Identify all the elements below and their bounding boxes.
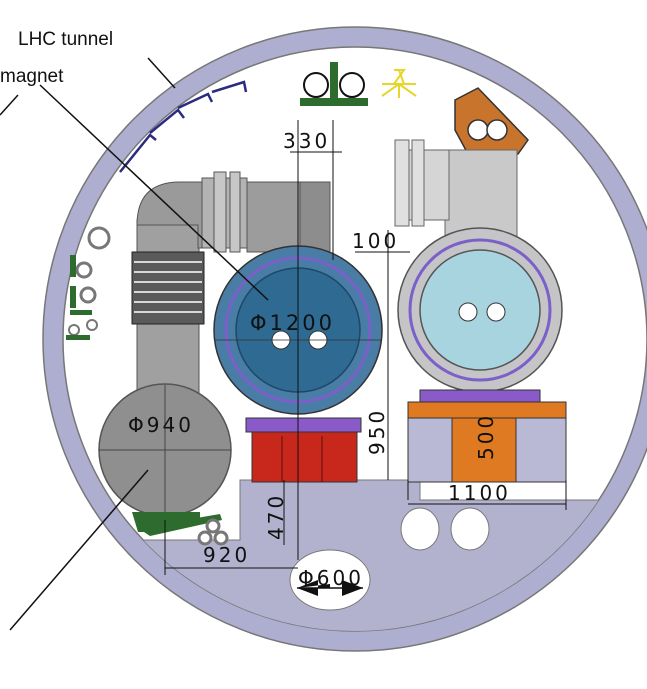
vessel-leader	[9, 469, 149, 631]
magnet-right-cold-mass	[419, 249, 541, 371]
dim-470: 470	[264, 493, 288, 540]
wall-rack-left	[66, 255, 92, 340]
ceiling-rack	[300, 62, 368, 106]
label-magnet: magnet	[0, 66, 64, 87]
qrl-elbow-right	[394, 139, 518, 243]
magnet-right-beam-pipe-2	[486, 302, 506, 322]
wall-pipe-2	[75, 261, 93, 279]
floor-rack-left	[132, 512, 222, 536]
tunnel-leader	[147, 57, 176, 89]
floor-pipe-a	[205, 518, 221, 534]
magnet-right-plate	[419, 389, 541, 403]
magnet-right-beam-pipe-1	[458, 302, 478, 322]
ceiling-light	[381, 69, 417, 98]
left-wall-leader	[0, 94, 19, 116]
dim-950: 950	[365, 408, 389, 455]
dim-920: 920	[203, 543, 250, 567]
dim-500: 500	[474, 413, 498, 460]
floor-pipe-c	[213, 530, 229, 546]
cable-trays	[119, 80, 248, 173]
magnet-right-ring	[408, 238, 552, 382]
cable-bracket-brown	[454, 87, 529, 155]
floor-pipe-b	[197, 530, 213, 546]
dimension-lines	[164, 120, 567, 575]
drain-hole-left	[400, 507, 440, 551]
drain-hole-right	[450, 507, 490, 551]
magnet-support-red	[251, 429, 358, 483]
wall-pipe-1	[87, 226, 111, 250]
floor-passage	[289, 549, 371, 611]
magnet-support-plate	[245, 417, 362, 433]
wall-pipe-4	[68, 324, 80, 336]
dim-100: 100	[352, 229, 399, 253]
magnet-leader	[39, 84, 269, 301]
dim-1200: Φ1200	[250, 311, 335, 335]
dim-600: Φ600	[298, 566, 364, 590]
wall-pipe-5	[86, 319, 98, 331]
wall-pipe-3	[79, 286, 97, 304]
label-lhc-tunnel: LHC tunnel	[18, 29, 113, 50]
magnet-right-support-top	[407, 401, 567, 419]
dim-330: 330	[283, 129, 330, 153]
dim-1100: 1100	[448, 481, 511, 505]
dim-940: Φ940	[128, 413, 194, 437]
